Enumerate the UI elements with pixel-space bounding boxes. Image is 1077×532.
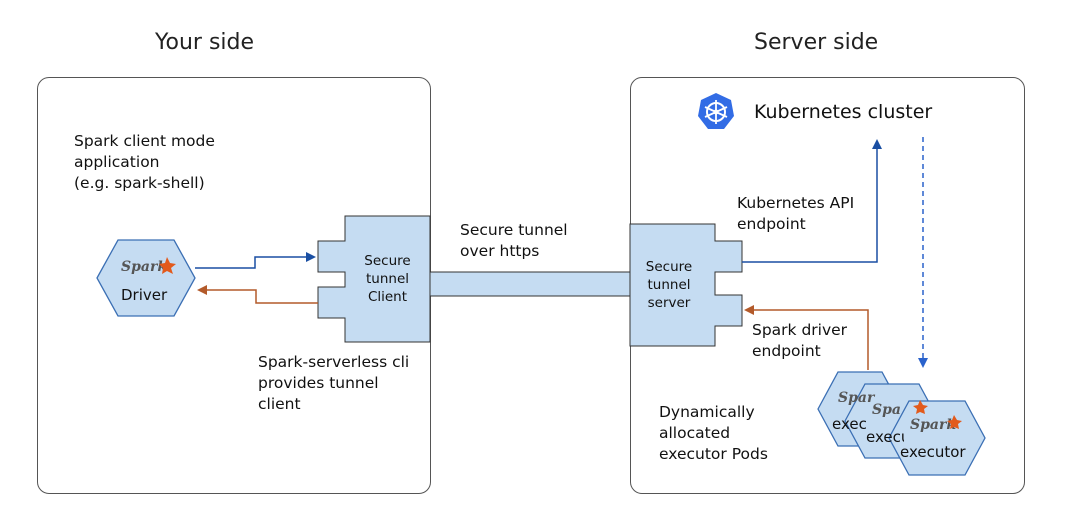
your-side-title: Your side [155, 30, 255, 55]
executor-label-middle: executor [866, 428, 904, 446]
kubernetes-api-endpoint-label: Kubernetes API endpoint [737, 194, 855, 233]
tunnel-server-box [629, 223, 743, 347]
executor-label-back: executor [832, 415, 868, 433]
svg-text:Spark: Spark [121, 259, 167, 275]
client-app-description: Spark client mode application (e.g. spar… [74, 132, 215, 192]
tunnel-label: Secure tunnel over https [460, 221, 568, 260]
cli-note: Spark-serverless cli provides tunnel cli… [258, 353, 410, 413]
server-side-title: Server side [754, 30, 879, 55]
executor-label-front: executor [900, 443, 966, 461]
spark-logo-icon: Spa [872, 400, 928, 418]
svg-text:Spa: Spa [872, 402, 901, 418]
kubernetes-icon [698, 93, 734, 129]
kubernetes-cluster-label: Kubernetes cluster [754, 101, 933, 123]
executor-pods-note: Dynamically allocated executor Pods [659, 403, 768, 463]
spark-driver-endpoint-label: Spark driver endpoint [752, 321, 848, 360]
svg-text:Spark: Spark [910, 417, 956, 433]
tunnel-server-label: Secure tunnel server [645, 259, 693, 311]
driver-to-client-arrow [195, 252, 316, 269]
secure-tunnel-pipe [429, 271, 631, 297]
client-to-driver-arrow [197, 285, 318, 304]
spark-logo-icon: Spar [838, 390, 876, 406]
spark-logo-icon: Spark [121, 257, 176, 275]
tunnel-client-box [317, 215, 431, 343]
executor-to-server-arrow [744, 305, 869, 370]
driver-label: Driver [121, 286, 168, 304]
executor-hexagon-front [888, 400, 986, 476]
driver-hexagon [96, 239, 196, 317]
tunnel-client-label: Secure tunnel Client [364, 253, 411, 305]
server-to-api-arrow [742, 139, 882, 263]
svg-text:Spar: Spar [838, 390, 876, 406]
spark-logo-icon: Spark [910, 415, 962, 433]
